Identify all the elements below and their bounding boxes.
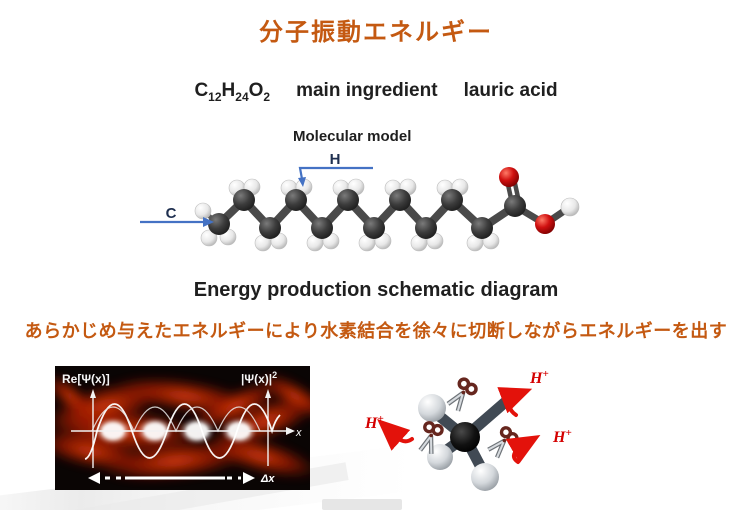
h-plus-label: H+	[529, 368, 549, 387]
bond-cutting-figure: H+ H+ H+	[364, 368, 572, 491]
chemical-formula-line: C12H24O2 main ingredient lauric acid	[0, 80, 752, 104]
psi-squared-label: |Ψ(x)|2	[241, 370, 277, 386]
formula-o-sub: 2	[263, 89, 271, 104]
formula-c-sub: 12	[208, 89, 222, 104]
red-smoke-texture	[55, 373, 310, 481]
axis-arrowhead	[265, 389, 271, 398]
molecular-model-figure: H C	[140, 151, 580, 252]
carbon-atoms	[208, 189, 526, 239]
energy-note: あらかじめ与えたエネルギーにより水素結合を徐々に切断しながらエネルギーを出す	[24, 321, 728, 341]
formula-c: C	[194, 80, 209, 101]
oxygen-atoms	[499, 167, 555, 234]
axis-arrowhead	[90, 389, 96, 398]
formula-h-sub: 24	[235, 89, 249, 104]
psi-squared-curve	[91, 406, 261, 433]
h-plus-label: H+	[552, 427, 572, 446]
formula-o: O	[248, 80, 264, 101]
h-plus-label: H+	[364, 413, 384, 432]
h-pointer-label: H	[330, 151, 341, 168]
axis-arrowhead	[286, 427, 295, 435]
re-psi-label: Re[Ψ(x)]	[62, 372, 110, 386]
proton-release-arrows	[377, 387, 541, 464]
delta-x-label: Δx	[260, 473, 275, 485]
hydrogen-balls	[418, 394, 499, 491]
formula-h: H	[221, 80, 236, 101]
scissors-icon	[445, 377, 477, 412]
background-swoosh	[322, 499, 402, 510]
delta-x-arrow	[88, 472, 255, 484]
molecular-model-caption: Molecular model	[293, 128, 412, 145]
re-psi-curve	[84, 403, 281, 460]
h-pointer-arrow: H	[298, 151, 373, 187]
main-ingredient-label: main ingredient	[296, 80, 438, 101]
x-axis-label: x	[295, 427, 302, 439]
page-title: 分子振動エネルギー	[259, 19, 493, 46]
wave-axes	[71, 396, 289, 468]
central-atom	[450, 422, 480, 452]
wave-packet-figure: Re[Ψ(x)] |Ψ(x)|2 x Δx	[55, 366, 310, 490]
c-pointer-label: C	[166, 205, 177, 222]
energy-heading: Energy production schematic diagram	[193, 279, 559, 301]
lauric-acid-label: lauric acid	[463, 80, 558, 101]
c-pointer-arrow: C	[140, 205, 214, 227]
